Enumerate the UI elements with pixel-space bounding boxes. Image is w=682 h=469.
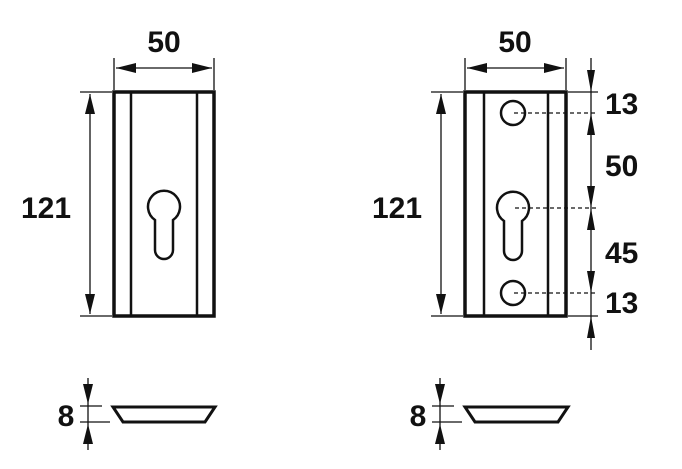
thickness-label: 8 xyxy=(58,400,75,433)
plate-profile xyxy=(110,405,218,424)
height-label: 121 xyxy=(21,192,71,225)
dimension-arrows xyxy=(587,70,595,338)
plate-outline xyxy=(112,90,216,318)
width-label: 50 xyxy=(147,26,180,59)
keyhole-cutout xyxy=(495,190,531,262)
thickness-label: 8 xyxy=(410,400,427,433)
height-label: 121 xyxy=(372,192,422,225)
plate-outline xyxy=(463,90,568,318)
hole-dim-label: 50 xyxy=(605,150,638,183)
width-label: 50 xyxy=(498,26,531,59)
right-plate-view: 50 121 13 50 45 13 8 xyxy=(372,26,638,450)
keyhole-cutout xyxy=(146,189,182,261)
hole-dim-label: 13 xyxy=(605,287,638,320)
hole-dim-label: 13 xyxy=(605,88,638,121)
hole-dim-label: 45 xyxy=(605,237,638,270)
plate-profile xyxy=(462,405,571,424)
left-plate-view: 50 121 8 xyxy=(21,26,218,450)
